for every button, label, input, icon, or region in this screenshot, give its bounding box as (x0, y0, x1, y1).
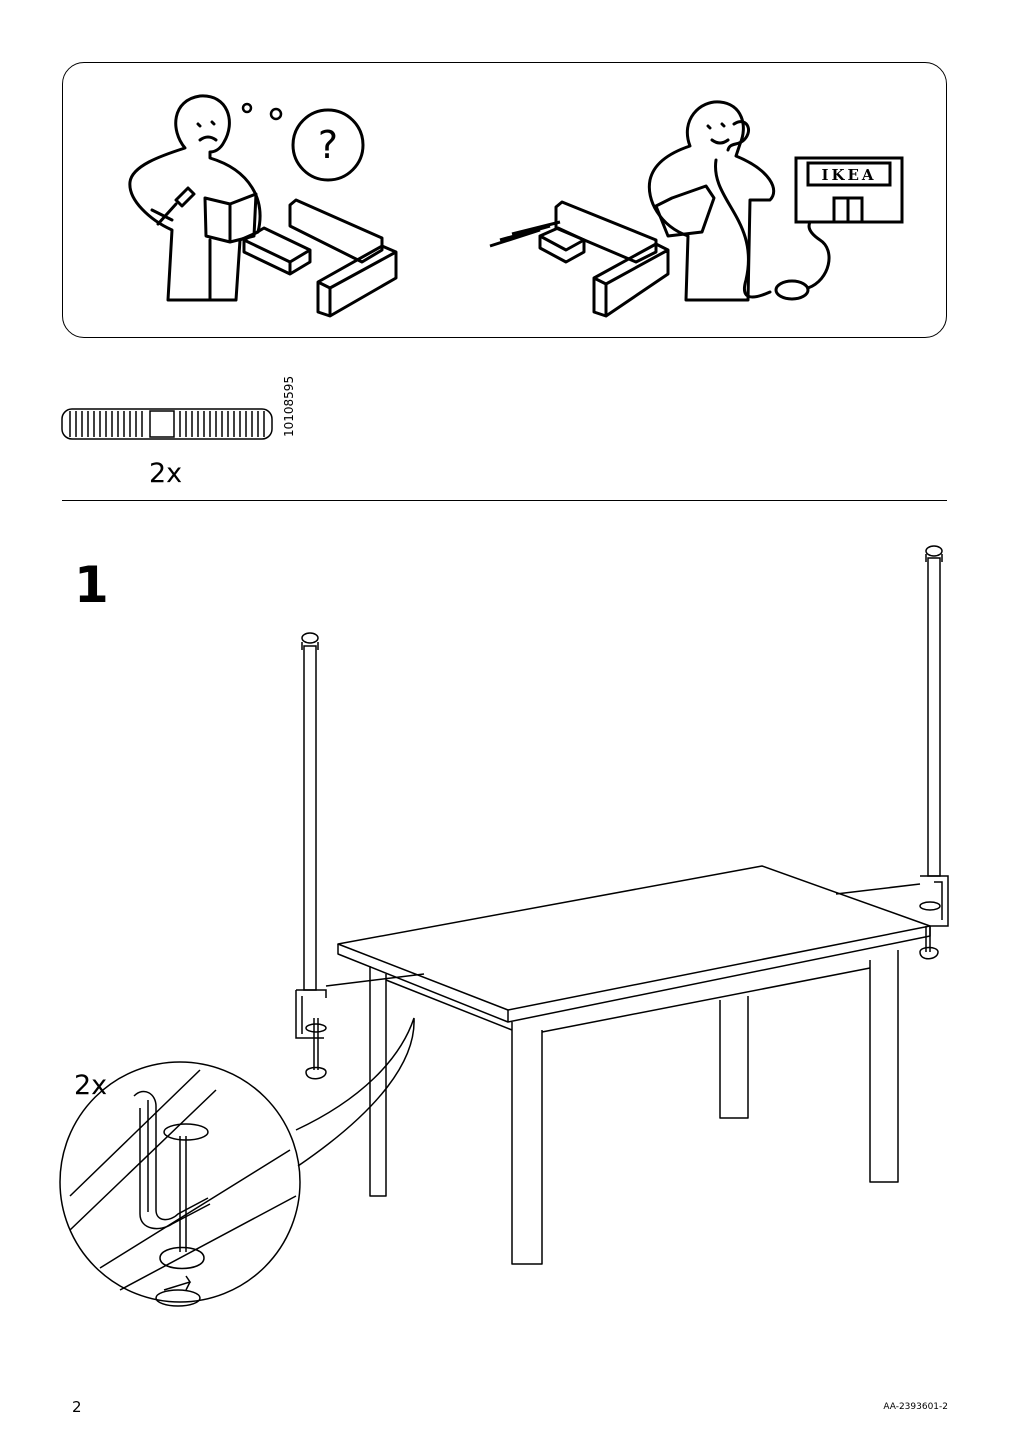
step-number: 1 (74, 556, 109, 614)
confused-person-illustration (128, 94, 262, 302)
question-mark-icon: ? (318, 123, 338, 167)
clamp-detail-callout (59, 1017, 415, 1307)
threaded-connector-part-illustration (61, 408, 273, 440)
ikea-sign-text: IKEA (821, 166, 876, 184)
document-code: AA-2393601-2 (883, 1402, 948, 1412)
thought-bubble-medium (269, 107, 283, 121)
ikea-store-illustration (794, 156, 904, 224)
detail-quantity: 2x (74, 1070, 108, 1101)
thought-bubble-large (291, 108, 365, 182)
right-pole-with-clamp (835, 545, 949, 960)
help-instruction-panel (62, 62, 947, 338)
left-pole-with-clamp (295, 632, 425, 1080)
part-quantity: 2x (149, 458, 183, 489)
person-calling-ikea-illustration (647, 100, 831, 302)
unassembled-boards-left (242, 198, 398, 318)
table-illustration (337, 865, 931, 1265)
unassembled-boards-right (489, 200, 670, 318)
section-divider (62, 500, 947, 501)
thought-bubble-small (241, 102, 253, 114)
page-number: 2 (72, 1398, 82, 1416)
part-number: 10108595 (282, 375, 296, 437)
